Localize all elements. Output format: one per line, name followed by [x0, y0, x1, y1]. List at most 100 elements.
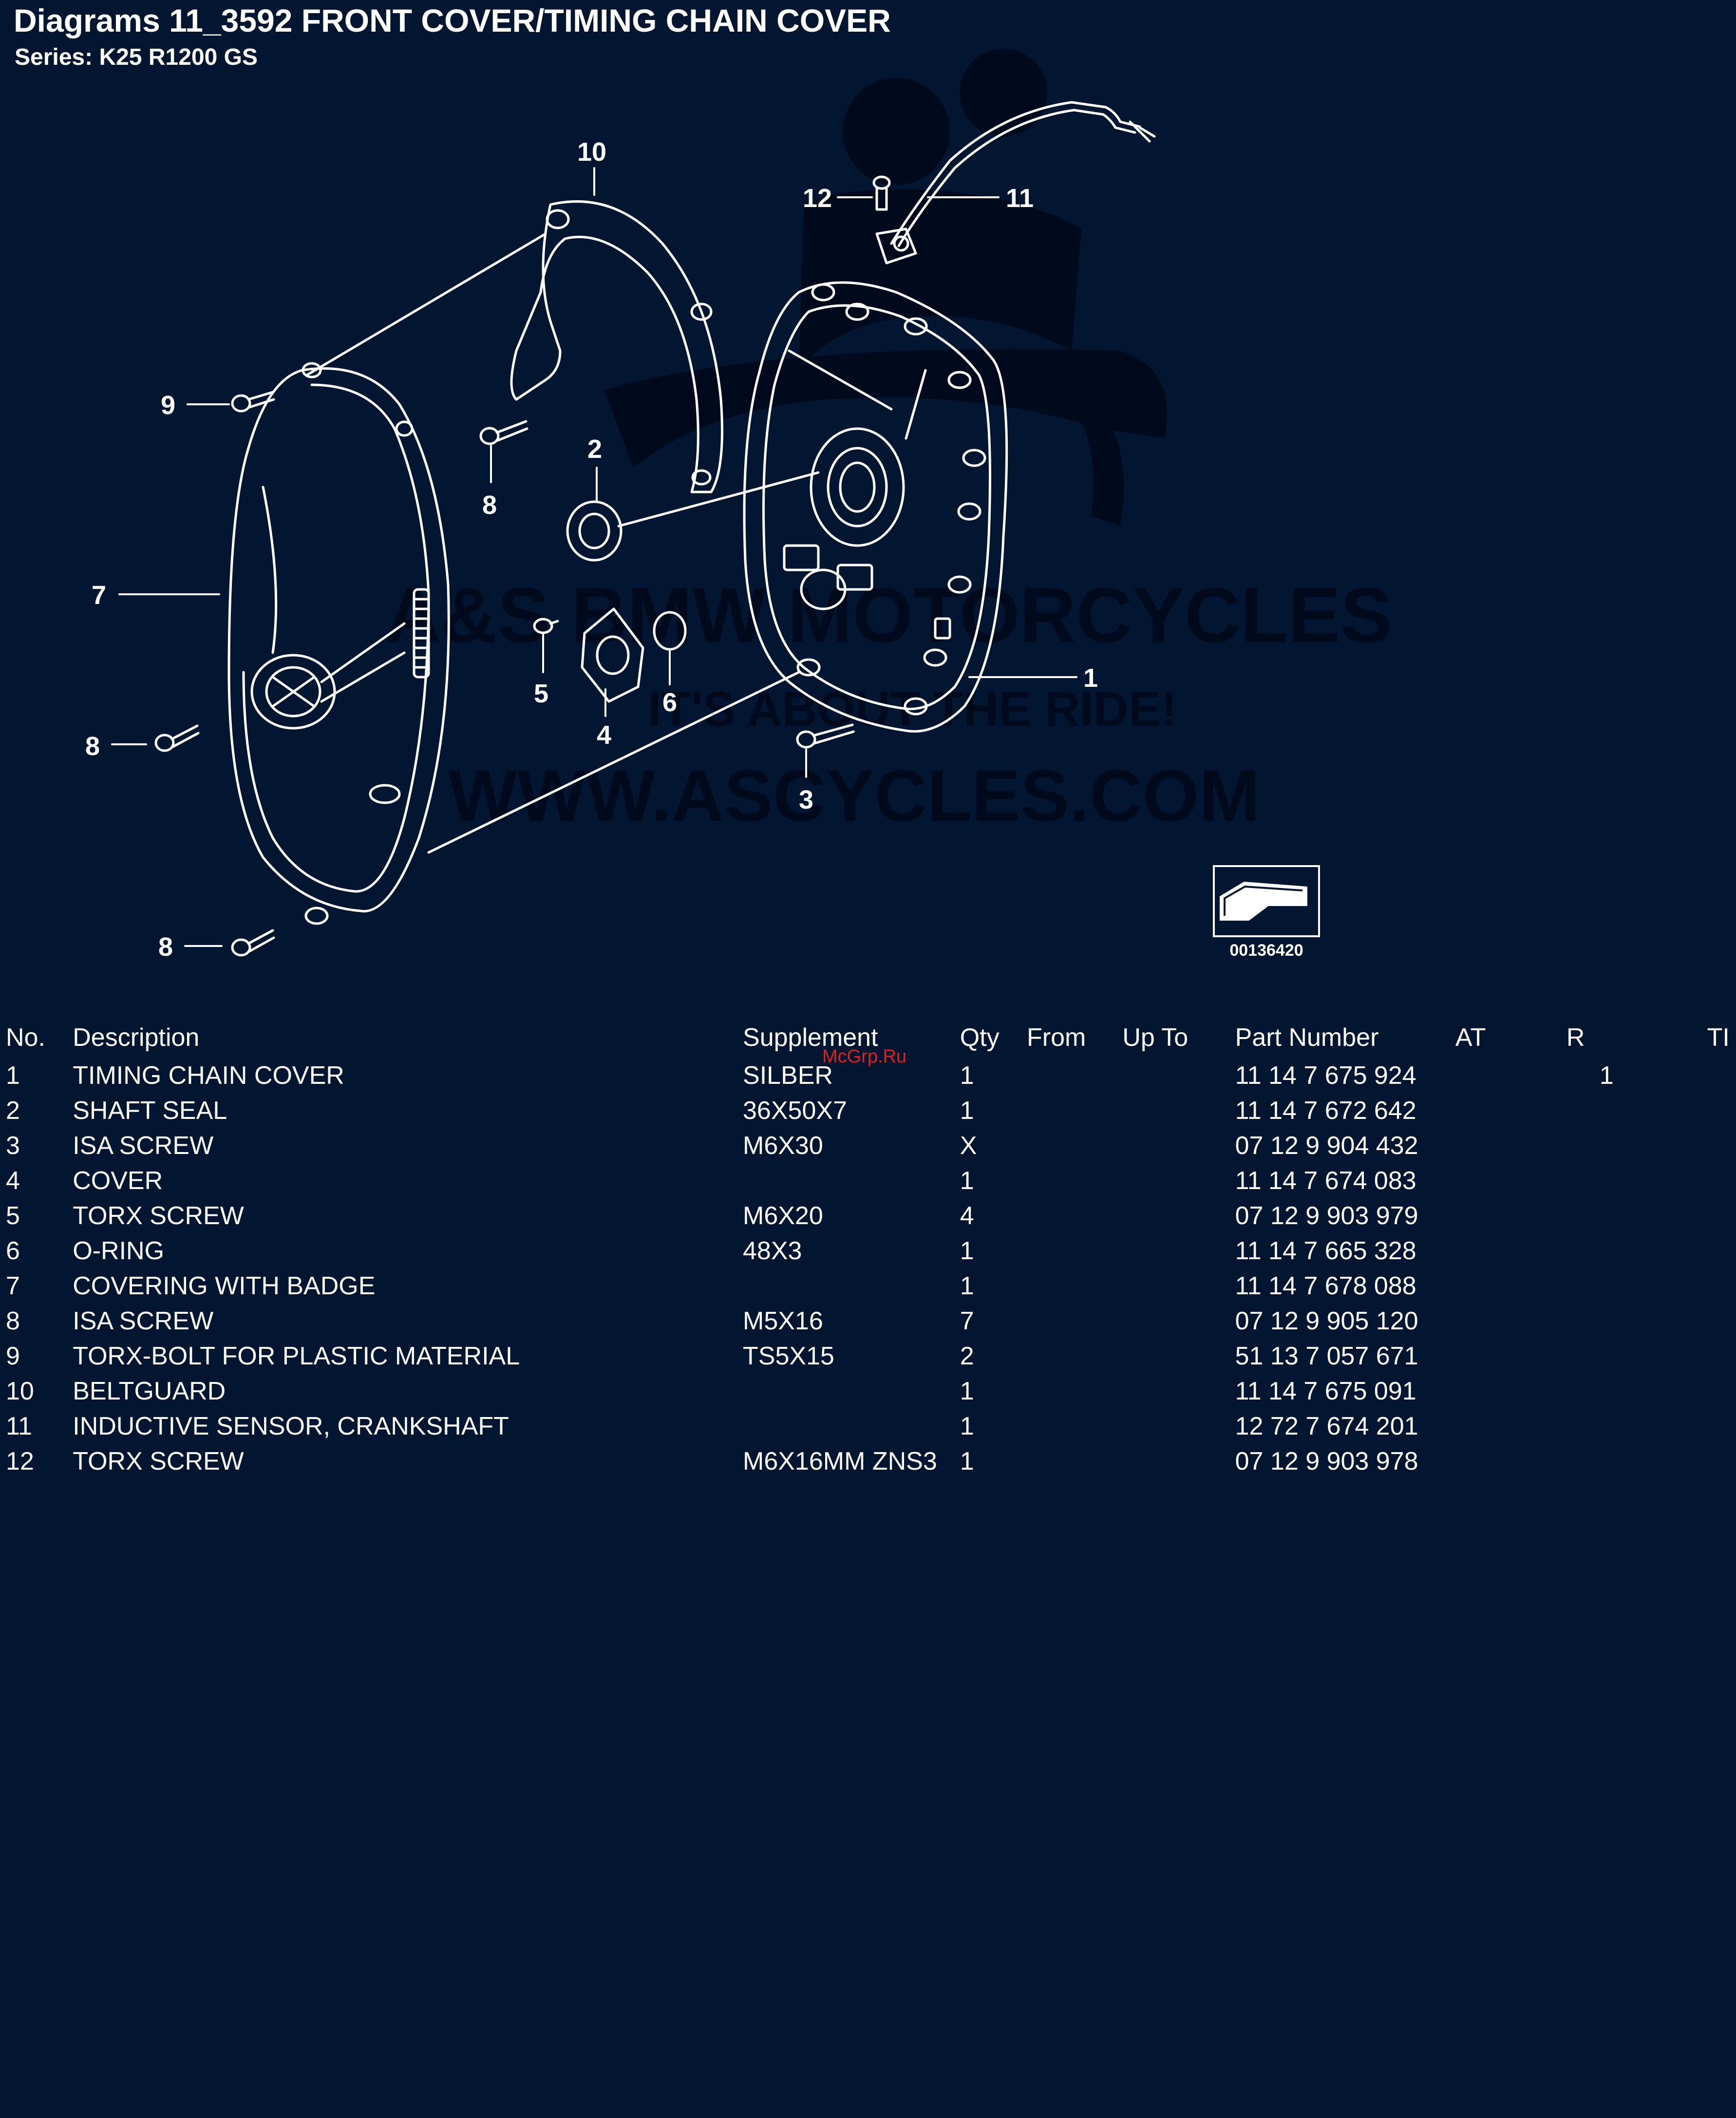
- cell-description: ISA SCREW: [73, 1307, 214, 1335]
- cell-up-to: [1122, 1163, 1235, 1198]
- cell-part-number: 07 12 9 903 978: [1235, 1447, 1418, 1475]
- col-qty: Qty: [960, 1023, 1000, 1052]
- col-no: No.: [6, 1023, 45, 1052]
- cell-supplement: 36X50X7: [743, 1097, 847, 1125]
- callout-11: 11: [1006, 184, 1034, 213]
- parts-table-header: No. Description Supplement Qty From Up T…: [0, 1017, 1736, 1058]
- cell-up-to: [1122, 1409, 1235, 1444]
- callout-9: 9: [161, 391, 175, 420]
- belt-guard-icon: [510, 200, 723, 493]
- torx-bolt-9-icon: [231, 391, 275, 413]
- cell-tl: [1707, 1304, 1736, 1339]
- col-at: AT: [1455, 1023, 1486, 1052]
- cell-from: [1027, 1409, 1122, 1444]
- callout-numbers: 1 2 3 4 5 6 7 8 8 8 8 9 10 11 12: [85, 137, 1098, 962]
- cell-tl: [1707, 1093, 1736, 1128]
- cell-qty: 1: [960, 1272, 974, 1300]
- cell-no: 6: [6, 1237, 20, 1265]
- cell-up-to: [1122, 1093, 1235, 1128]
- cell-up-to: [1122, 1233, 1235, 1268]
- cell-from: [1027, 1058, 1122, 1093]
- cell-description: BELTGUARD: [73, 1377, 226, 1405]
- cell-from: [1027, 1163, 1122, 1198]
- cell-qty: X: [960, 1132, 977, 1160]
- cell-qty: 2: [960, 1342, 974, 1370]
- cell-supplement: M6X30: [743, 1132, 823, 1160]
- callout-8b: 8: [482, 491, 497, 520]
- cell-r: [1566, 1268, 1707, 1304]
- cell-at: [1455, 1233, 1566, 1268]
- cell-description: INDUCTIVE SENSOR, CRANKSHAFT: [73, 1412, 509, 1440]
- cell-qty: 1: [960, 1061, 974, 1090]
- callout-4: 4: [597, 720, 611, 750]
- covering-with-badge-icon: [227, 232, 800, 925]
- watermark-logo-icon: [604, 49, 1167, 526]
- col-part-number: Part Number: [1235, 1023, 1379, 1052]
- cell-up-to: [1122, 1304, 1235, 1339]
- cell-r: [1566, 1409, 1707, 1444]
- cell-supplement: [743, 1268, 960, 1304]
- cell-part-number: 11 14 7 665 328: [1235, 1237, 1416, 1265]
- parts-table: No. Description Supplement Qty From Up T…: [0, 1017, 1736, 1479]
- timing-chain-cover-icon: [743, 281, 1008, 733]
- cell-description: O-RING: [73, 1237, 165, 1265]
- cell-tl: [1707, 1444, 1736, 1479]
- cell-no: 2: [6, 1097, 20, 1125]
- isa-screw-8-icons: [154, 420, 528, 957]
- cell-r: [1566, 1444, 1707, 1479]
- cell-supplement: [743, 1409, 960, 1444]
- cell-from: [1027, 1339, 1122, 1374]
- cell-part-number: 11 14 7 672 642: [1235, 1097, 1416, 1125]
- cell-r: [1566, 1374, 1707, 1409]
- cell-at: [1455, 1339, 1566, 1374]
- cell-tl: [1707, 1058, 1736, 1093]
- col-tl: TI: [1707, 1023, 1730, 1052]
- cell-supplement: M6X20: [743, 1202, 823, 1230]
- cell-supplement: 48X3: [743, 1237, 802, 1265]
- cell-part-number: 51 13 7 057 671: [1235, 1342, 1418, 1370]
- cell-up-to: [1122, 1339, 1235, 1374]
- col-description: Description: [73, 1023, 200, 1052]
- cell-description: TIMING CHAIN COVER: [73, 1061, 344, 1090]
- cell-qty: 7: [960, 1307, 974, 1335]
- cell-tl: [1707, 1374, 1736, 1409]
- cell-supplement: TS5X15: [743, 1342, 834, 1370]
- cell-r: [1566, 1233, 1707, 1268]
- callout-8c: 8: [158, 932, 173, 962]
- cell-r: [1566, 1339, 1707, 1374]
- cell-description: COVERING WITH BADGE: [73, 1272, 376, 1300]
- cell-supplement: [743, 1374, 960, 1409]
- watermark-line3: WWW.ASCYCLES.COM: [448, 755, 1260, 836]
- cell-part-number: 07 12 9 904 432: [1235, 1132, 1418, 1160]
- cell-qty: 1: [960, 1097, 974, 1125]
- callout-10: 10: [577, 137, 606, 167]
- cell-tl: [1707, 1268, 1736, 1304]
- cell-tl: [1707, 1339, 1736, 1374]
- col-from: From: [1026, 1023, 1086, 1052]
- callout-5: 5: [534, 679, 548, 708]
- cell-at: [1455, 1374, 1566, 1409]
- cell-qty: 1: [960, 1377, 974, 1405]
- cell-from: [1027, 1268, 1122, 1304]
- cell-from: [1027, 1233, 1122, 1268]
- cell-no: 10: [6, 1377, 34, 1405]
- cell-r: [1566, 1093, 1707, 1128]
- cell-qty: 1: [960, 1167, 974, 1195]
- cell-no: 9: [6, 1342, 20, 1370]
- cell-tl: [1707, 1128, 1736, 1163]
- cell-tl: [1707, 1163, 1736, 1198]
- callout-7: 7: [92, 581, 106, 610]
- cell-at: [1455, 1444, 1566, 1479]
